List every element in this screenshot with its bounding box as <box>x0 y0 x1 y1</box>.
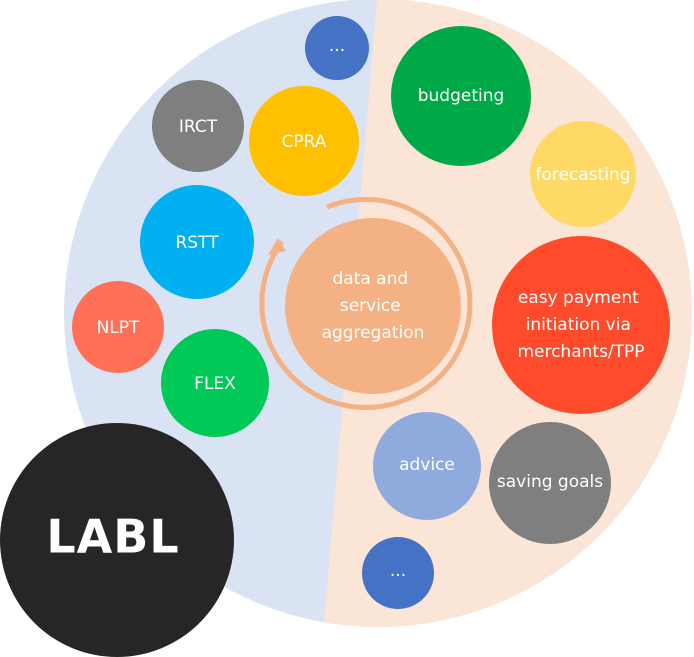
bubble-rstt[interactable]: RSTT <box>140 185 254 299</box>
bubble-label: CPRA <box>282 132 327 152</box>
bubble-circle <box>492 236 670 414</box>
bubble-circle <box>373 412 481 520</box>
bubble-more-right[interactable]: ... <box>362 537 434 609</box>
center-ring <box>259 196 473 410</box>
bubble-label: ... <box>390 561 406 581</box>
logo-circle <box>0 423 234 657</box>
left-bubble-group: ... IRCT CPRA RSTT NLPT FLEX <box>72 16 369 437</box>
bubble-saving-goals[interactable]: saving goals <box>489 422 611 544</box>
bubble-circle <box>161 329 269 437</box>
center-label-line: service <box>340 296 401 316</box>
bubble-circle <box>362 537 434 609</box>
bubble-label: budgeting <box>418 86 505 106</box>
bubble-irct[interactable]: IRCT <box>152 80 244 172</box>
bubble-label: RSTT <box>175 233 219 253</box>
bubble-label: IRCT <box>179 117 218 137</box>
cycle-arrow-icon <box>268 238 286 255</box>
bubble-label: NLPT <box>97 318 140 338</box>
bubble-forecasting[interactable]: forecasting <box>530 121 636 227</box>
bubble-circle <box>249 86 359 196</box>
bubble-label-line: initiation via <box>526 315 631 335</box>
logo-label: LABL <box>46 510 179 564</box>
bubble-label: ... <box>329 36 345 56</box>
logo-node: LABL <box>0 423 234 657</box>
center-label-line: aggregation <box>322 323 425 343</box>
bubble-advice[interactable]: advice <box>373 412 481 520</box>
bubble-circle <box>489 422 611 544</box>
bubble-label-line: merchants/TPP <box>517 342 644 362</box>
center-label-line: data and <box>332 269 408 289</box>
bubble-label: saving goals <box>497 472 603 492</box>
bubble-circle <box>305 16 369 80</box>
bubble-circle <box>140 185 254 299</box>
center-node: data and service aggregation <box>285 218 461 394</box>
center-label: data and service aggregation <box>322 269 425 343</box>
bubble-label: easy payment initiation via merchants/TP… <box>517 288 644 362</box>
bubble-circle <box>391 26 531 166</box>
center-circle <box>285 218 461 394</box>
bubble-nlpt[interactable]: NLPT <box>72 281 164 373</box>
bubble-circle <box>530 121 636 227</box>
bubble-label-line: easy payment <box>518 288 639 308</box>
bubble-cpra[interactable]: CPRA <box>249 86 359 196</box>
cycle-arrow-ring <box>259 196 473 410</box>
bubble-label: FLEX <box>194 374 236 394</box>
bubble-more-left[interactable]: ... <box>305 16 369 80</box>
bubble-circle <box>72 281 164 373</box>
bubble-circle <box>152 80 244 172</box>
bubble-flex[interactable]: FLEX <box>161 329 269 437</box>
bubble-label: advice <box>399 455 455 475</box>
right-bubble-group: budgeting forecasting easy payment initi… <box>362 26 670 609</box>
bubble-budgeting[interactable]: budgeting <box>391 26 531 166</box>
bubble-label: forecasting <box>535 165 630 185</box>
bubble-easy-payment[interactable]: easy payment initiation via merchants/TP… <box>492 236 670 414</box>
